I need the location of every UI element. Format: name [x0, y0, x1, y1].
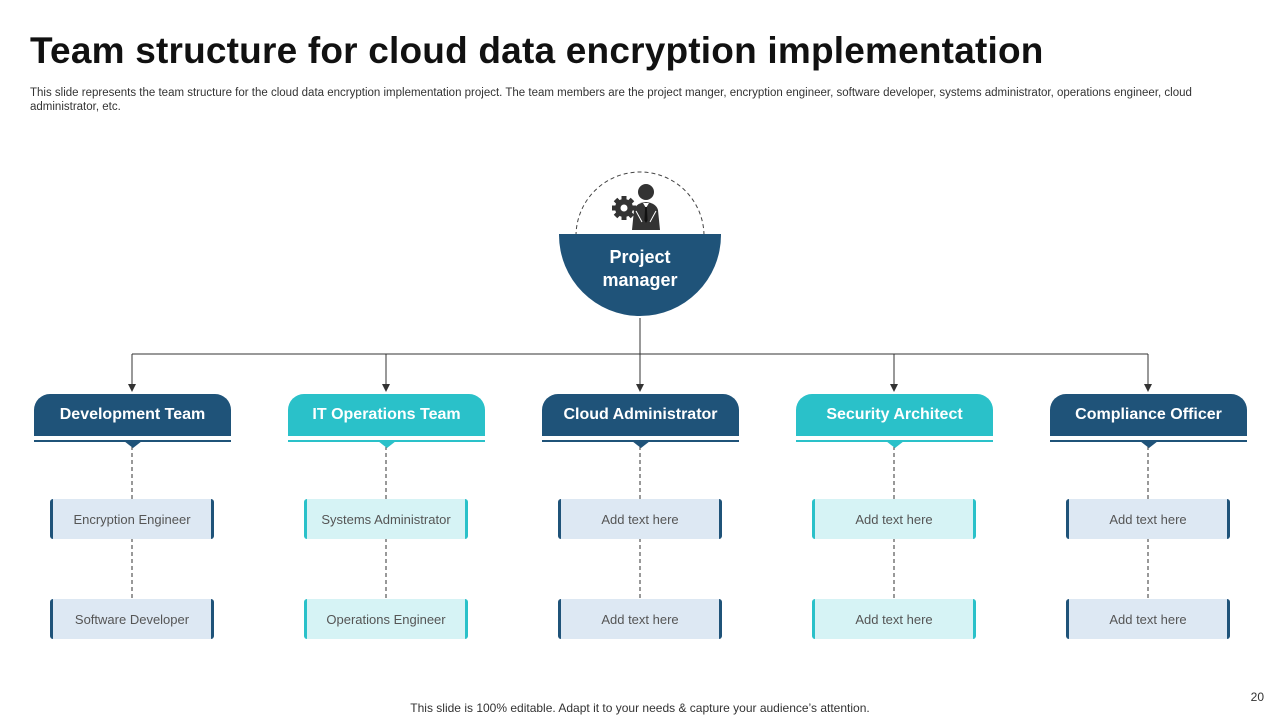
team-header-security-architect: Security Architect: [796, 394, 993, 448]
team-member-box: Encryption Engineer: [50, 499, 214, 539]
team-member-box: Add text here: [558, 599, 722, 639]
project-manager-badge: Project manager: [559, 234, 721, 316]
team-member-box: Systems Administrator: [304, 499, 468, 539]
team-member-box: Add text here: [558, 499, 722, 539]
team-header-compliance-officer: Compliance Officer: [1050, 394, 1247, 448]
slide-subtitle: This slide represents the team structure…: [30, 87, 1192, 113]
slide-title: Team structure for cloud data encryption…: [30, 30, 1044, 71]
team-header-label: Security Architect: [826, 406, 963, 423]
project-manager-dashed-arc: [575, 171, 705, 237]
slide-footer: This slide is 100% editable. Adapt it to…: [410, 701, 870, 715]
team-header-it-operations: IT Operations Team: [288, 394, 485, 448]
team-header-label: Cloud Administrator: [563, 406, 718, 423]
team-header-label: Development Team: [59, 406, 206, 423]
team-member-box: Operations Engineer: [304, 599, 468, 639]
project-manager-label: Project manager: [602, 247, 678, 290]
team-header-development: Development Team: [34, 394, 231, 448]
page-number: 20: [1250, 690, 1264, 704]
team-header-label: IT Operations Team: [312, 406, 461, 423]
team-header-cloud-administrator: Cloud Administrator: [542, 394, 739, 448]
team-member-box: Add text here: [812, 499, 976, 539]
team-member-box: Add text here: [1066, 599, 1230, 639]
team-member-box: Add text here: [1066, 499, 1230, 539]
team-header-label: Compliance Officer: [1075, 406, 1222, 423]
project-manager-node: Project manager: [558, 170, 722, 320]
team-member-box: Software Developer: [50, 599, 214, 639]
manager-gear-icon: [612, 184, 660, 230]
team-member-box: Add text here: [812, 599, 976, 639]
